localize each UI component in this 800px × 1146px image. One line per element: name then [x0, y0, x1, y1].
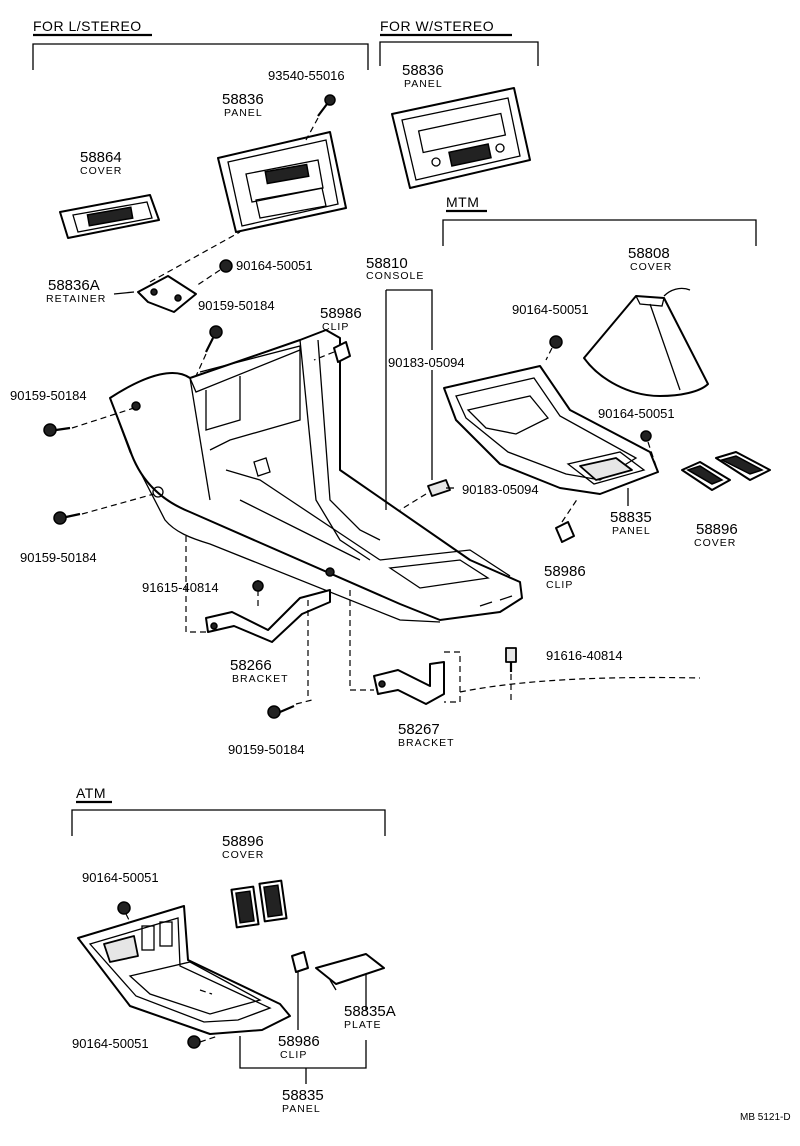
console-58810-drawing	[109, 329, 523, 623]
bracket-58267-drawing	[349, 590, 461, 705]
screw-90159-a-drawing	[195, 325, 223, 377]
label-58896-mtm-name: COVER	[694, 537, 736, 549]
section-header-w-stereo: FOR W/STEREO	[380, 18, 494, 34]
screw-90164-c-drawing	[640, 430, 657, 467]
cover-58864-drawing	[59, 194, 160, 239]
label-90159-c: 90159-50184	[20, 550, 97, 565]
label-58810-name: CONSOLE	[366, 270, 424, 282]
label-91615-40814: 91615-40814	[142, 580, 219, 595]
label-58986-c-number: 58986	[278, 1033, 320, 1050]
section-header-l-stereo: FOR L/STEREO	[33, 18, 142, 34]
label-58896-atm-name: COVER	[222, 849, 264, 861]
panel-58835-mtm-drawing	[443, 365, 659, 495]
section-header-mtm: MTM	[446, 194, 479, 210]
guide-line	[459, 676, 701, 693]
screw-90159-b-drawing	[43, 407, 135, 437]
label-90164-a: 90164-50051	[236, 258, 313, 273]
label-58986-c-name: CLIP	[280, 1049, 307, 1061]
bolt-91616-drawing	[505, 647, 517, 700]
panel-58836-w-drawing	[391, 87, 531, 189]
label-58864-number: 58864	[80, 149, 122, 166]
label-90164-e: 90164-50051	[72, 1036, 149, 1051]
footer-code: MB 5121-D	[740, 1112, 791, 1123]
label-58986-b-number: 58986	[544, 563, 586, 580]
labels: 93540-55016 58836 PANEL 58836 PANEL 5886…	[10, 62, 791, 1123]
panel-58836-l-drawing	[217, 131, 347, 233]
label-90164-b: 90164-50051	[512, 302, 589, 317]
label-58864-name: COVER	[80, 165, 122, 177]
label-93540-55016: 93540-55016	[268, 68, 345, 83]
plate-58835a-drawing	[315, 953, 385, 1010]
clip-58986-b-drawing	[555, 497, 579, 543]
label-58836-l-number: 58836	[222, 91, 264, 108]
screw-90159-d-drawing	[267, 600, 313, 719]
label-58266-number: 58266	[230, 657, 272, 674]
label-58835-atm-number: 58835	[282, 1087, 324, 1104]
label-58835a-name: PLATE	[344, 1019, 381, 1031]
screw-90164-a-drawing	[195, 259, 233, 287]
label-90164-d: 90164-50051	[82, 870, 159, 885]
fastener-90183-drawing	[399, 479, 451, 511]
cover-58808-drawing	[583, 287, 709, 397]
clip-58986-c-drawing	[291, 951, 309, 1030]
label-58836-w-number: 58836	[402, 62, 444, 79]
label-58986-b-name: CLIP	[546, 579, 573, 591]
label-58835-mtm-number: 58835	[610, 509, 652, 526]
bracket-58266-drawing	[185, 536, 331, 643]
label-58836a-name: RETAINER	[46, 293, 106, 305]
section-l-stereo: FOR L/STEREO	[32, 18, 369, 70]
label-58835a-number: 58835A	[344, 1003, 396, 1020]
label-90159-b: 90159-50184	[10, 388, 87, 403]
label-58835-mtm-name: PANEL	[612, 525, 651, 537]
clip-58986-a-drawing	[313, 341, 351, 363]
label-58896-mtm-number: 58896	[696, 521, 738, 538]
label-58267-name: BRACKET	[398, 737, 455, 749]
cover-58896-atm-drawing	[230, 879, 288, 929]
panel-58835-atm-drawing	[77, 905, 291, 1035]
section-header-atm: ATM	[76, 785, 106, 801]
section-atm: ATM	[71, 785, 386, 836]
label-58836-w-name: PANEL	[404, 78, 443, 90]
label-58835-atm-name: PANEL	[282, 1103, 321, 1115]
label-58267-number: 58267	[398, 721, 440, 738]
screw-93540-drawing	[305, 94, 336, 141]
screw-90164-b-drawing	[545, 335, 563, 361]
label-58986-a-number: 58986	[320, 305, 362, 322]
label-58810-number: 58810	[366, 255, 408, 272]
screw-90159-c-drawing	[53, 493, 155, 525]
label-58836a-number: 58836A	[48, 277, 100, 294]
section-mtm: MTM	[442, 194, 757, 246]
atm-panel-leader	[239, 1036, 367, 1069]
cover-58896-mtm-drawing	[681, 451, 771, 491]
label-91616-40814: 91616-40814	[546, 648, 623, 663]
label-90183-b: 90183-05094	[462, 482, 539, 497]
label-90164-c: 90164-50051	[598, 406, 675, 421]
label-90159-a: 90159-50184	[198, 298, 275, 313]
label-58986-a-name: CLIP	[322, 321, 349, 333]
label-90183-a: 90183-05094	[388, 355, 465, 370]
label-58808-name: COVER	[630, 261, 672, 273]
retainer-leader	[113, 291, 135, 295]
label-58896-atm-number: 58896	[222, 833, 264, 850]
section-w-stereo: FOR W/STEREO	[379, 18, 539, 66]
label-58836-l-name: PANEL	[224, 107, 263, 119]
retainer-58836a-drawing	[137, 231, 241, 313]
console-leader	[386, 289, 433, 350]
screw-90164-e-drawing	[187, 1035, 219, 1049]
label-58808-number: 58808	[628, 245, 670, 262]
label-90159-d: 90159-50184	[228, 742, 305, 757]
label-58266-name: BRACKET	[232, 673, 289, 685]
